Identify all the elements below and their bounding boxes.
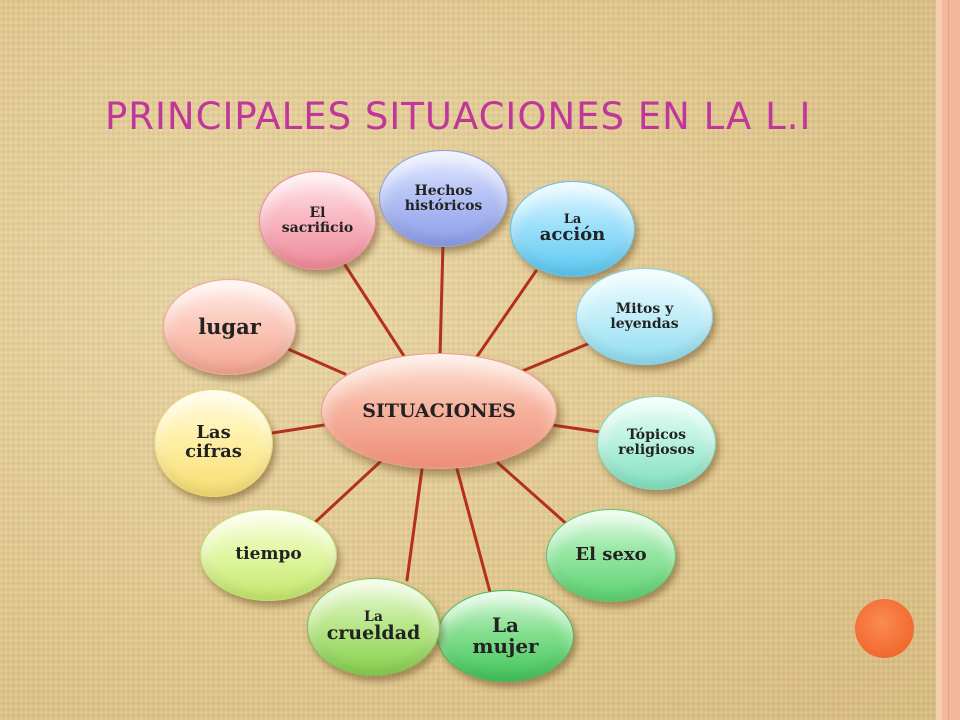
connector-cifras: [270, 423, 326, 435]
node-topicos-line1: Tópicos: [626, 427, 686, 444]
connector-sexo: [496, 461, 572, 529]
node-tiempo: tiempo: [200, 509, 337, 601]
connector-sacrificio: [343, 263, 406, 358]
center-label: SITUACIONES: [362, 400, 516, 422]
connector-topicos: [550, 423, 602, 434]
node-mitos-line1: Mitos y: [615, 300, 674, 317]
slide-title: PRINCIPALES SITUACIONES EN LA L.I: [105, 95, 812, 138]
right-border-band: [942, 0, 960, 720]
node-topicos-line2: religiosos: [618, 442, 695, 458]
right-border-line: [948, 0, 949, 720]
connector-accion: [474, 269, 538, 360]
connector-crueldad: [405, 467, 424, 582]
node-sacrificio-line2: sacrificio: [281, 219, 354, 236]
node-hechos-line1: Hechos: [414, 182, 473, 199]
node-tiempo-line1: tiempo: [235, 544, 302, 565]
node-crueldad-line2: crueldad: [326, 622, 421, 645]
node-hechos-line2: históricos: [404, 197, 483, 214]
node-lugar: lugar: [163, 279, 296, 375]
connector-lugar: [286, 347, 347, 376]
node-accion-line1: La: [563, 211, 582, 227]
node-crueldad-line1: La: [364, 608, 383, 625]
node-mujer-line1: La: [491, 613, 519, 637]
node-accion-line2: acción: [539, 224, 606, 246]
node-sacrificio-line1: El: [309, 204, 326, 221]
decorative-orange-circle: [855, 599, 914, 658]
connector-tiempo: [308, 460, 382, 529]
connector-mujer: [455, 467, 492, 594]
node-el-sexo: El sexo: [546, 509, 676, 602]
node-cifras-line2: cifras: [185, 441, 242, 462]
connector-hechos: [438, 242, 445, 358]
connector-mitos: [518, 341, 592, 374]
node-lugar-line1: lugar: [198, 313, 261, 339]
node-mitos-line2: leyendas: [610, 315, 679, 332]
node-center-situaciones: SITUACIONES: [321, 353, 557, 469]
node-cifras-line1: Las: [196, 422, 231, 444]
right-border-stripe: [936, 0, 942, 720]
node-sexo-line1: El sexo: [575, 544, 647, 566]
node-mujer-line2: mujer: [472, 634, 539, 658]
